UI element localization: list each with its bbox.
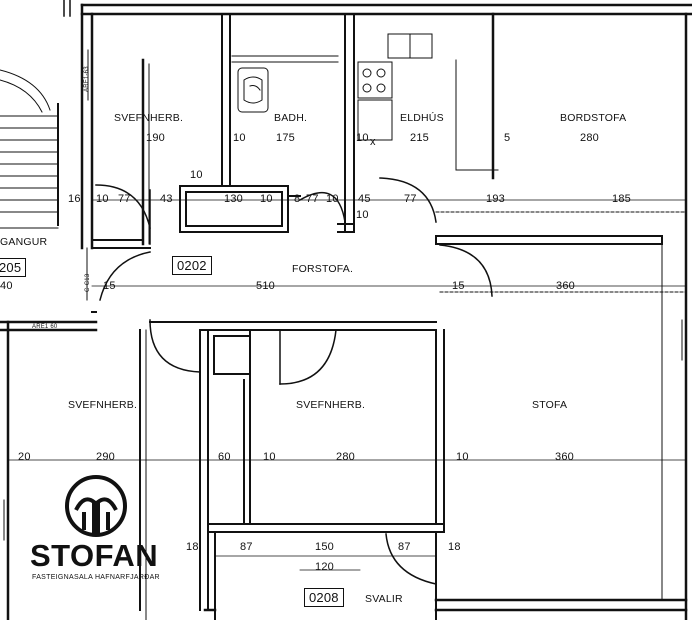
dim-label: x: [370, 136, 376, 148]
room-label-bathroom: BADH.: [274, 112, 308, 124]
dim-label: 10: [356, 132, 369, 144]
margin-note: ARE1 60: [32, 324, 58, 330]
brand-name: STOFAN: [30, 538, 159, 573]
dim-label: 150: [315, 541, 334, 553]
dim-label: 87: [240, 541, 253, 553]
dim-label: 130: [224, 193, 243, 205]
room-label-bedroom-top: SVEFNHERB.: [114, 112, 184, 124]
room-label-bedroom-left: SVEFNHERB.: [68, 399, 138, 411]
brand-tagline: FASTEIGNASALA HAFNARFJARÐAR: [32, 574, 160, 581]
outer-walls: [0, 3, 692, 620]
dimension-lines: [7, 199, 687, 571]
dim-label: 10: [326, 193, 339, 205]
dim-label: 77: [306, 193, 319, 205]
dim-label: 10: [356, 209, 369, 221]
dim-label: 5: [504, 132, 511, 144]
dim-label: 290: [96, 451, 115, 463]
stairwell: [0, 0, 71, 229]
dim-label: 215: [410, 132, 429, 144]
dim-label: 43: [160, 193, 173, 205]
unit-number-main: 0202: [172, 256, 212, 275]
dim-label: 280: [336, 451, 355, 463]
room-label-living: STOFA: [532, 399, 568, 411]
interior-walls: [91, 12, 663, 620]
margin-note: C-C13: [85, 273, 91, 292]
room-label-dining: BORDSTOFA: [560, 112, 627, 124]
dim-label: 16: [68, 193, 81, 205]
dim-label: 10: [96, 193, 109, 205]
dim-label: 280: [580, 132, 599, 144]
dim-label: 77: [404, 193, 417, 205]
dim-label: 193: [486, 193, 505, 205]
dim-label: 360: [555, 451, 574, 463]
dim-label: 10: [233, 132, 246, 144]
kitchen-fixtures: [357, 33, 499, 171]
dim-label: 18: [186, 541, 199, 553]
dining-area-lines: [435, 211, 687, 293]
dim-label: 87: [398, 541, 411, 553]
dim-label: 15: [452, 280, 465, 292]
dim-label: 10: [260, 193, 273, 205]
dim-label: 360: [556, 280, 575, 292]
dim-label: 10: [456, 451, 469, 463]
bathroom-fixtures: [231, 55, 339, 113]
room-label-bedroom-middle: SVEFNHERB.: [296, 399, 366, 411]
dim-label: 40: [0, 280, 13, 292]
dim-label: 120: [315, 561, 334, 573]
stofan-logo-icon: [65, 475, 127, 537]
dim-label: 60: [218, 451, 231, 463]
dim-label: 8: [294, 193, 301, 205]
room-label-corridor: GANGUR: [0, 236, 48, 248]
dim-label: 20: [18, 451, 31, 463]
dim-label: 190: [146, 132, 165, 144]
room-label-entrance-hall: FORSTOFA.: [292, 263, 354, 275]
dim-label: 10: [190, 169, 203, 181]
dim-label: 15: [103, 280, 116, 292]
dim-label: 510: [256, 280, 275, 292]
dim-label: 77: [118, 193, 131, 205]
unit-number-balcony: 0208: [304, 588, 344, 607]
margin-note: ARE1-63: [84, 66, 90, 92]
room-label-kitchen: ELDHÚS: [400, 112, 444, 124]
dim-label: 175: [276, 132, 295, 144]
room-label-balcony: SVALIR: [365, 593, 403, 605]
unit-number-left-partial: 205: [0, 258, 27, 277]
dim-label: 45: [358, 193, 371, 205]
dim-label: 18: [448, 541, 461, 553]
door-swings: [95, 177, 493, 585]
dim-label: 10: [263, 451, 276, 463]
grid-marks: [3, 49, 683, 541]
dim-label: 185: [612, 193, 631, 205]
